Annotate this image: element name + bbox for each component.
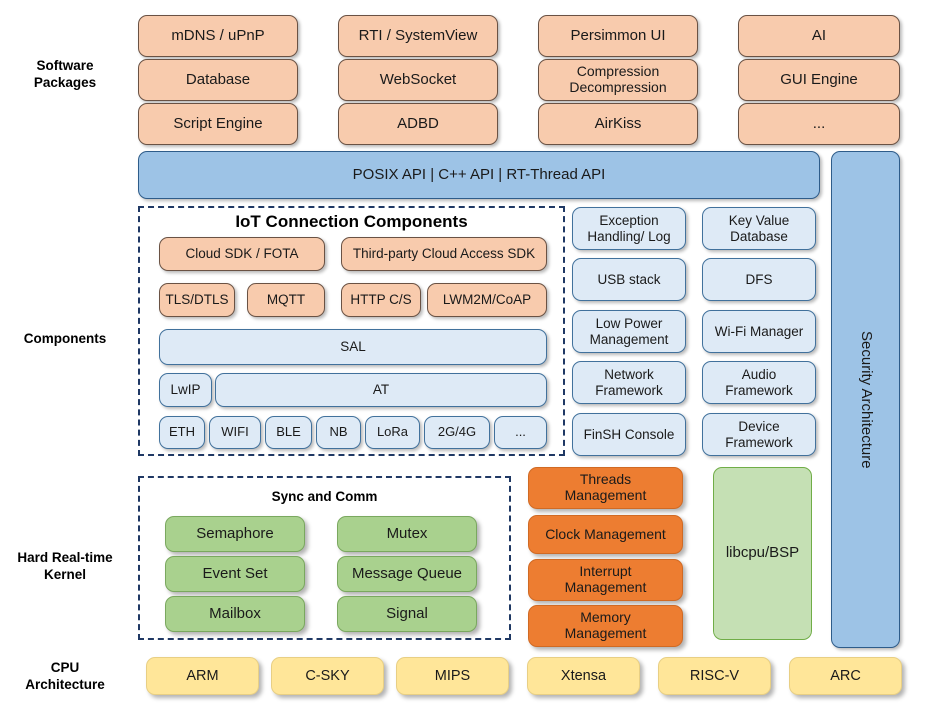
tier-label-kernel: Hard Real-time Kernel	[17, 550, 113, 582]
software-package-box[interactable]: ADBD	[338, 103, 498, 145]
component-box[interactable]: Key Value Database	[702, 207, 816, 250]
iot-box[interactable]: TLS/DTLS	[159, 283, 235, 317]
sync-comm-box[interactable]: Event Set	[165, 556, 305, 592]
iot-phy-box[interactable]: ETH	[159, 416, 205, 449]
iot-box[interactable]: Third-party Cloud Access SDK	[341, 237, 547, 271]
iot-box[interactable]: MQTT	[247, 283, 325, 317]
software-package-box[interactable]: mDNS / uPnP	[138, 15, 298, 57]
component-box[interactable]: USB stack	[572, 258, 686, 301]
iot-connection-components-title: IoT Connection Components	[235, 212, 468, 231]
iot-phy-box[interactable]: WIFI	[209, 416, 261, 449]
iot-phy-box[interactable]: LoRa	[365, 416, 420, 449]
cpu-architecture-box[interactable]: RISC-V	[658, 657, 771, 695]
iot-phy-box[interactable]: 2G/4G	[424, 416, 490, 449]
sync-comm-box[interactable]: Signal	[337, 596, 477, 632]
cpu-architecture-box[interactable]: MIPS	[396, 657, 509, 695]
iot-phy-box[interactable]: ...	[494, 416, 547, 449]
kernel-service-box[interactable]: Interrupt Management	[528, 559, 683, 601]
component-box[interactable]: Device Framework	[702, 413, 816, 456]
tier-label-cpu-architecture: CPU Architecture	[25, 660, 105, 692]
iot-at-box[interactable]: AT	[215, 373, 547, 407]
tier-label-components: Components	[23, 330, 107, 346]
software-package-box[interactable]: AirKiss	[538, 103, 698, 145]
cpu-architecture-box[interactable]: ARC	[789, 657, 902, 695]
software-package-box[interactable]: Database	[138, 59, 298, 101]
software-package-box[interactable]: Script Engine	[138, 103, 298, 145]
kernel-service-box[interactable]: Threads Management	[528, 467, 683, 509]
iot-phy-box[interactable]: NB	[316, 416, 361, 449]
iot-phy-box[interactable]: BLE	[265, 416, 312, 449]
cpu-architecture-box[interactable]: C-SKY	[271, 657, 384, 695]
security-architecture-box[interactable]: Security Architecture	[831, 151, 900, 648]
software-package-box[interactable]: GUI Engine	[738, 59, 900, 101]
component-box[interactable]: Low Power Management	[572, 310, 686, 353]
component-box[interactable]: DFS	[702, 258, 816, 301]
component-box[interactable]: Audio Framework	[702, 361, 816, 404]
sync-and-comm-group	[138, 476, 511, 640]
software-package-box[interactable]: AI	[738, 15, 900, 57]
security-architecture-label: Security Architecture	[857, 330, 875, 469]
sync-comm-box[interactable]: Message Queue	[337, 556, 477, 592]
iot-box[interactable]: Cloud SDK / FOTA	[159, 237, 325, 271]
software-package-box[interactable]: Persimmon UI	[538, 15, 698, 57]
api-bar[interactable]: POSIX API | C++ API | RT-Thread API	[138, 151, 820, 199]
software-package-box[interactable]: ...	[738, 103, 900, 145]
kernel-service-box[interactable]: Clock Management	[528, 515, 683, 554]
iot-box[interactable]: HTTP C/S	[341, 283, 421, 317]
kernel-service-box[interactable]: Memory Management	[528, 605, 683, 647]
iot-connection-components-group	[138, 206, 565, 456]
component-box[interactable]: Wi-Fi Manager	[702, 310, 816, 353]
software-package-box[interactable]: WebSocket	[338, 59, 498, 101]
software-package-box[interactable]: Compression Decompression	[538, 59, 698, 101]
component-box[interactable]: Network Framework	[572, 361, 686, 404]
tier-label-software-packages: Software Packages	[33, 58, 97, 90]
component-box[interactable]: FinSH Console	[572, 413, 686, 456]
component-box[interactable]: Exception Handling/ Log	[572, 207, 686, 250]
libcpu-bsp-box[interactable]: libcpu/BSP	[713, 467, 812, 640]
iot-sal-box[interactable]: SAL	[159, 329, 547, 365]
cpu-architecture-box[interactable]: Xtensa	[527, 657, 640, 695]
sync-comm-box[interactable]: Mutex	[337, 516, 477, 552]
cpu-architecture-box[interactable]: ARM	[146, 657, 259, 695]
sync-comm-box[interactable]: Mailbox	[165, 596, 305, 632]
sync-comm-box[interactable]: Semaphore	[165, 516, 305, 552]
software-package-box[interactable]: RTI / SystemView	[338, 15, 498, 57]
iot-box[interactable]: LWM2M/CoAP	[427, 283, 547, 317]
iot-lwip-box[interactable]: LwIP	[159, 373, 212, 407]
sync-and-comm-title: Sync and Comm	[271, 489, 378, 504]
